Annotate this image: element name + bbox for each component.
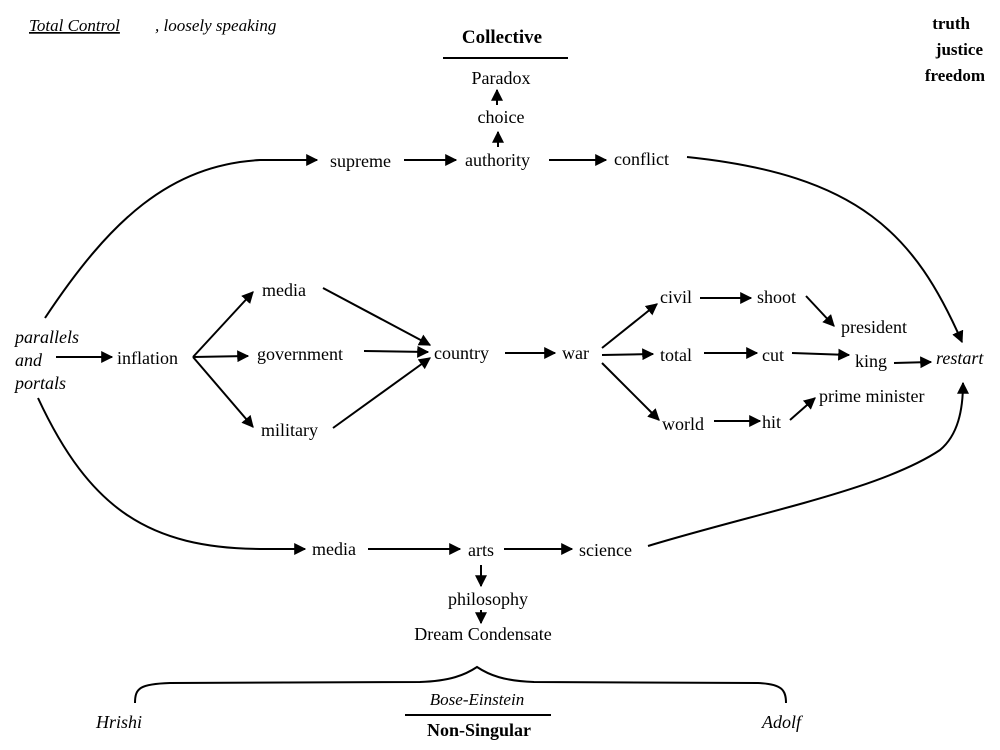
node-country: country (434, 343, 489, 363)
node-portals: portals (13, 373, 66, 393)
node-philosophy: philosophy (448, 589, 528, 609)
edge-hit-primeminister (789, 397, 816, 421)
label-non-singular: Non-Singular (427, 720, 531, 740)
edge-military-country (332, 357, 431, 429)
label-bose-einstein: Bose-Einstein (430, 690, 524, 709)
edge-inflation-government (192, 350, 250, 363)
collective-heading: Collective (462, 27, 542, 48)
node-total: total (660, 345, 692, 365)
node-government: government (257, 344, 343, 364)
node-authority: authority (465, 150, 530, 170)
diagram-subtitle: , loosely speaking (155, 16, 276, 35)
edge-shoot-president (805, 295, 835, 327)
node-prime-minister: prime minister (819, 386, 924, 406)
node-civil: civil (660, 287, 692, 307)
edge-portals-media (37, 397, 307, 555)
edge-science-restart (647, 381, 969, 547)
edge-inflation-media (192, 291, 254, 358)
node-parallels: parallels (13, 327, 79, 347)
node-media-low: media (312, 539, 356, 559)
node-military: military (261, 420, 318, 440)
node-arts: arts (468, 540, 494, 560)
edge-king-restart (893, 356, 933, 369)
node-king: king (855, 351, 887, 371)
value-truth: truth (932, 14, 970, 33)
node-shoot: shoot (757, 287, 796, 307)
node-inflation: inflation (117, 348, 178, 368)
value-justice: justice (935, 40, 984, 59)
edge-conflict-restart (686, 156, 964, 344)
value-freedom: freedom (925, 66, 985, 85)
bottom-brace (134, 665, 787, 704)
edge-media-country (322, 287, 432, 346)
node-choice: choice (478, 107, 525, 127)
node-science: science (579, 540, 632, 560)
node-hit: hit (762, 412, 781, 432)
node-president: president (841, 317, 907, 337)
node-supreme: supreme (330, 151, 391, 171)
node-paradox: Paradox (472, 68, 531, 88)
node-restart: restart (936, 348, 984, 368)
edge-parallels-supreme (44, 154, 319, 319)
node-war: war (562, 343, 589, 363)
edge-government-country (363, 345, 430, 358)
label-adolf: Adolf (761, 712, 804, 732)
edge-war-civil (601, 303, 658, 349)
node-media-mid: media (262, 280, 306, 300)
label-hrishi: Hrishi (95, 712, 142, 732)
edge-inflation-military (192, 356, 254, 428)
node-and: and (15, 350, 43, 370)
edge-cut-king (791, 348, 851, 361)
edge-war-total (601, 348, 655, 361)
edge-war-world (601, 362, 660, 421)
node-conflict: conflict (614, 149, 669, 169)
diagram-title: Total Control (29, 16, 120, 35)
node-cut: cut (762, 345, 784, 365)
node-dream-condensate: Dream Condensate (414, 624, 551, 644)
node-world: world (662, 414, 704, 434)
